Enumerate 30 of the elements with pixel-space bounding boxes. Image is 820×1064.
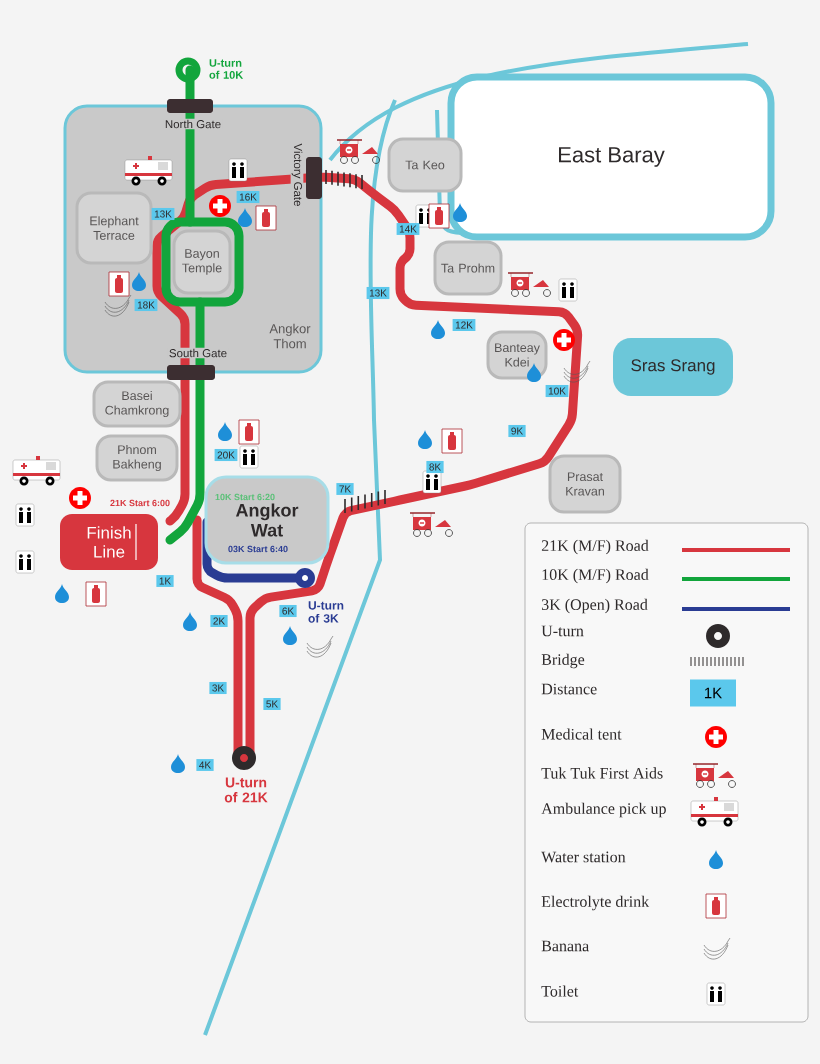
legend-text: Distance bbox=[541, 683, 597, 695]
u-turn-label: U-turn of 10K bbox=[209, 59, 244, 79]
legend-text: Medical tent bbox=[541, 728, 622, 740]
legend-text: 10K (M/F) Road bbox=[542, 568, 649, 584]
legend-text: Bridge bbox=[541, 653, 585, 669]
legend-text: 3K (Open) Road bbox=[541, 598, 648, 614]
temple-box: Ta Prohm bbox=[433, 240, 503, 296]
legend-text: Tuk Tuk First Aids bbox=[541, 767, 663, 779]
legend-text: 21K (M/F) Road bbox=[541, 539, 649, 555]
u-turn-label: U-turn of 3K bbox=[308, 601, 344, 623]
legend-text: Ambulance pick up bbox=[541, 802, 666, 818]
gate-label: South Gate bbox=[167, 347, 229, 359]
legend-text: Toilet bbox=[541, 985, 579, 997]
legend-text: Electrolyte drink bbox=[541, 895, 650, 911]
temple-box: Basei Chamkrong bbox=[92, 380, 182, 428]
legend-text: Water station bbox=[541, 851, 626, 863]
temple-box: Ta Keo bbox=[387, 137, 463, 193]
temple-box: Phnom Bakheng bbox=[95, 434, 179, 482]
start-label: 21K Start 6:00 bbox=[110, 499, 170, 507]
temple-box: Prasat Kravan bbox=[548, 454, 622, 514]
temple-box: Elephant Terrace bbox=[75, 191, 153, 265]
gate-label: North Gate bbox=[163, 118, 223, 130]
legend-text: U-turn bbox=[541, 625, 584, 637]
temple-box: Bayon Temple bbox=[172, 229, 232, 295]
start-label: 03K Start 6:40 bbox=[228, 545, 288, 553]
start-label: 10K Start 6:20 bbox=[215, 493, 275, 501]
u-turn-label: U-turn of 21K bbox=[224, 777, 268, 803]
temple-box: Banteay Kdei bbox=[486, 330, 548, 380]
legend-text: Banana bbox=[541, 940, 589, 952]
finish-line-banner: Finish Line bbox=[60, 514, 158, 570]
